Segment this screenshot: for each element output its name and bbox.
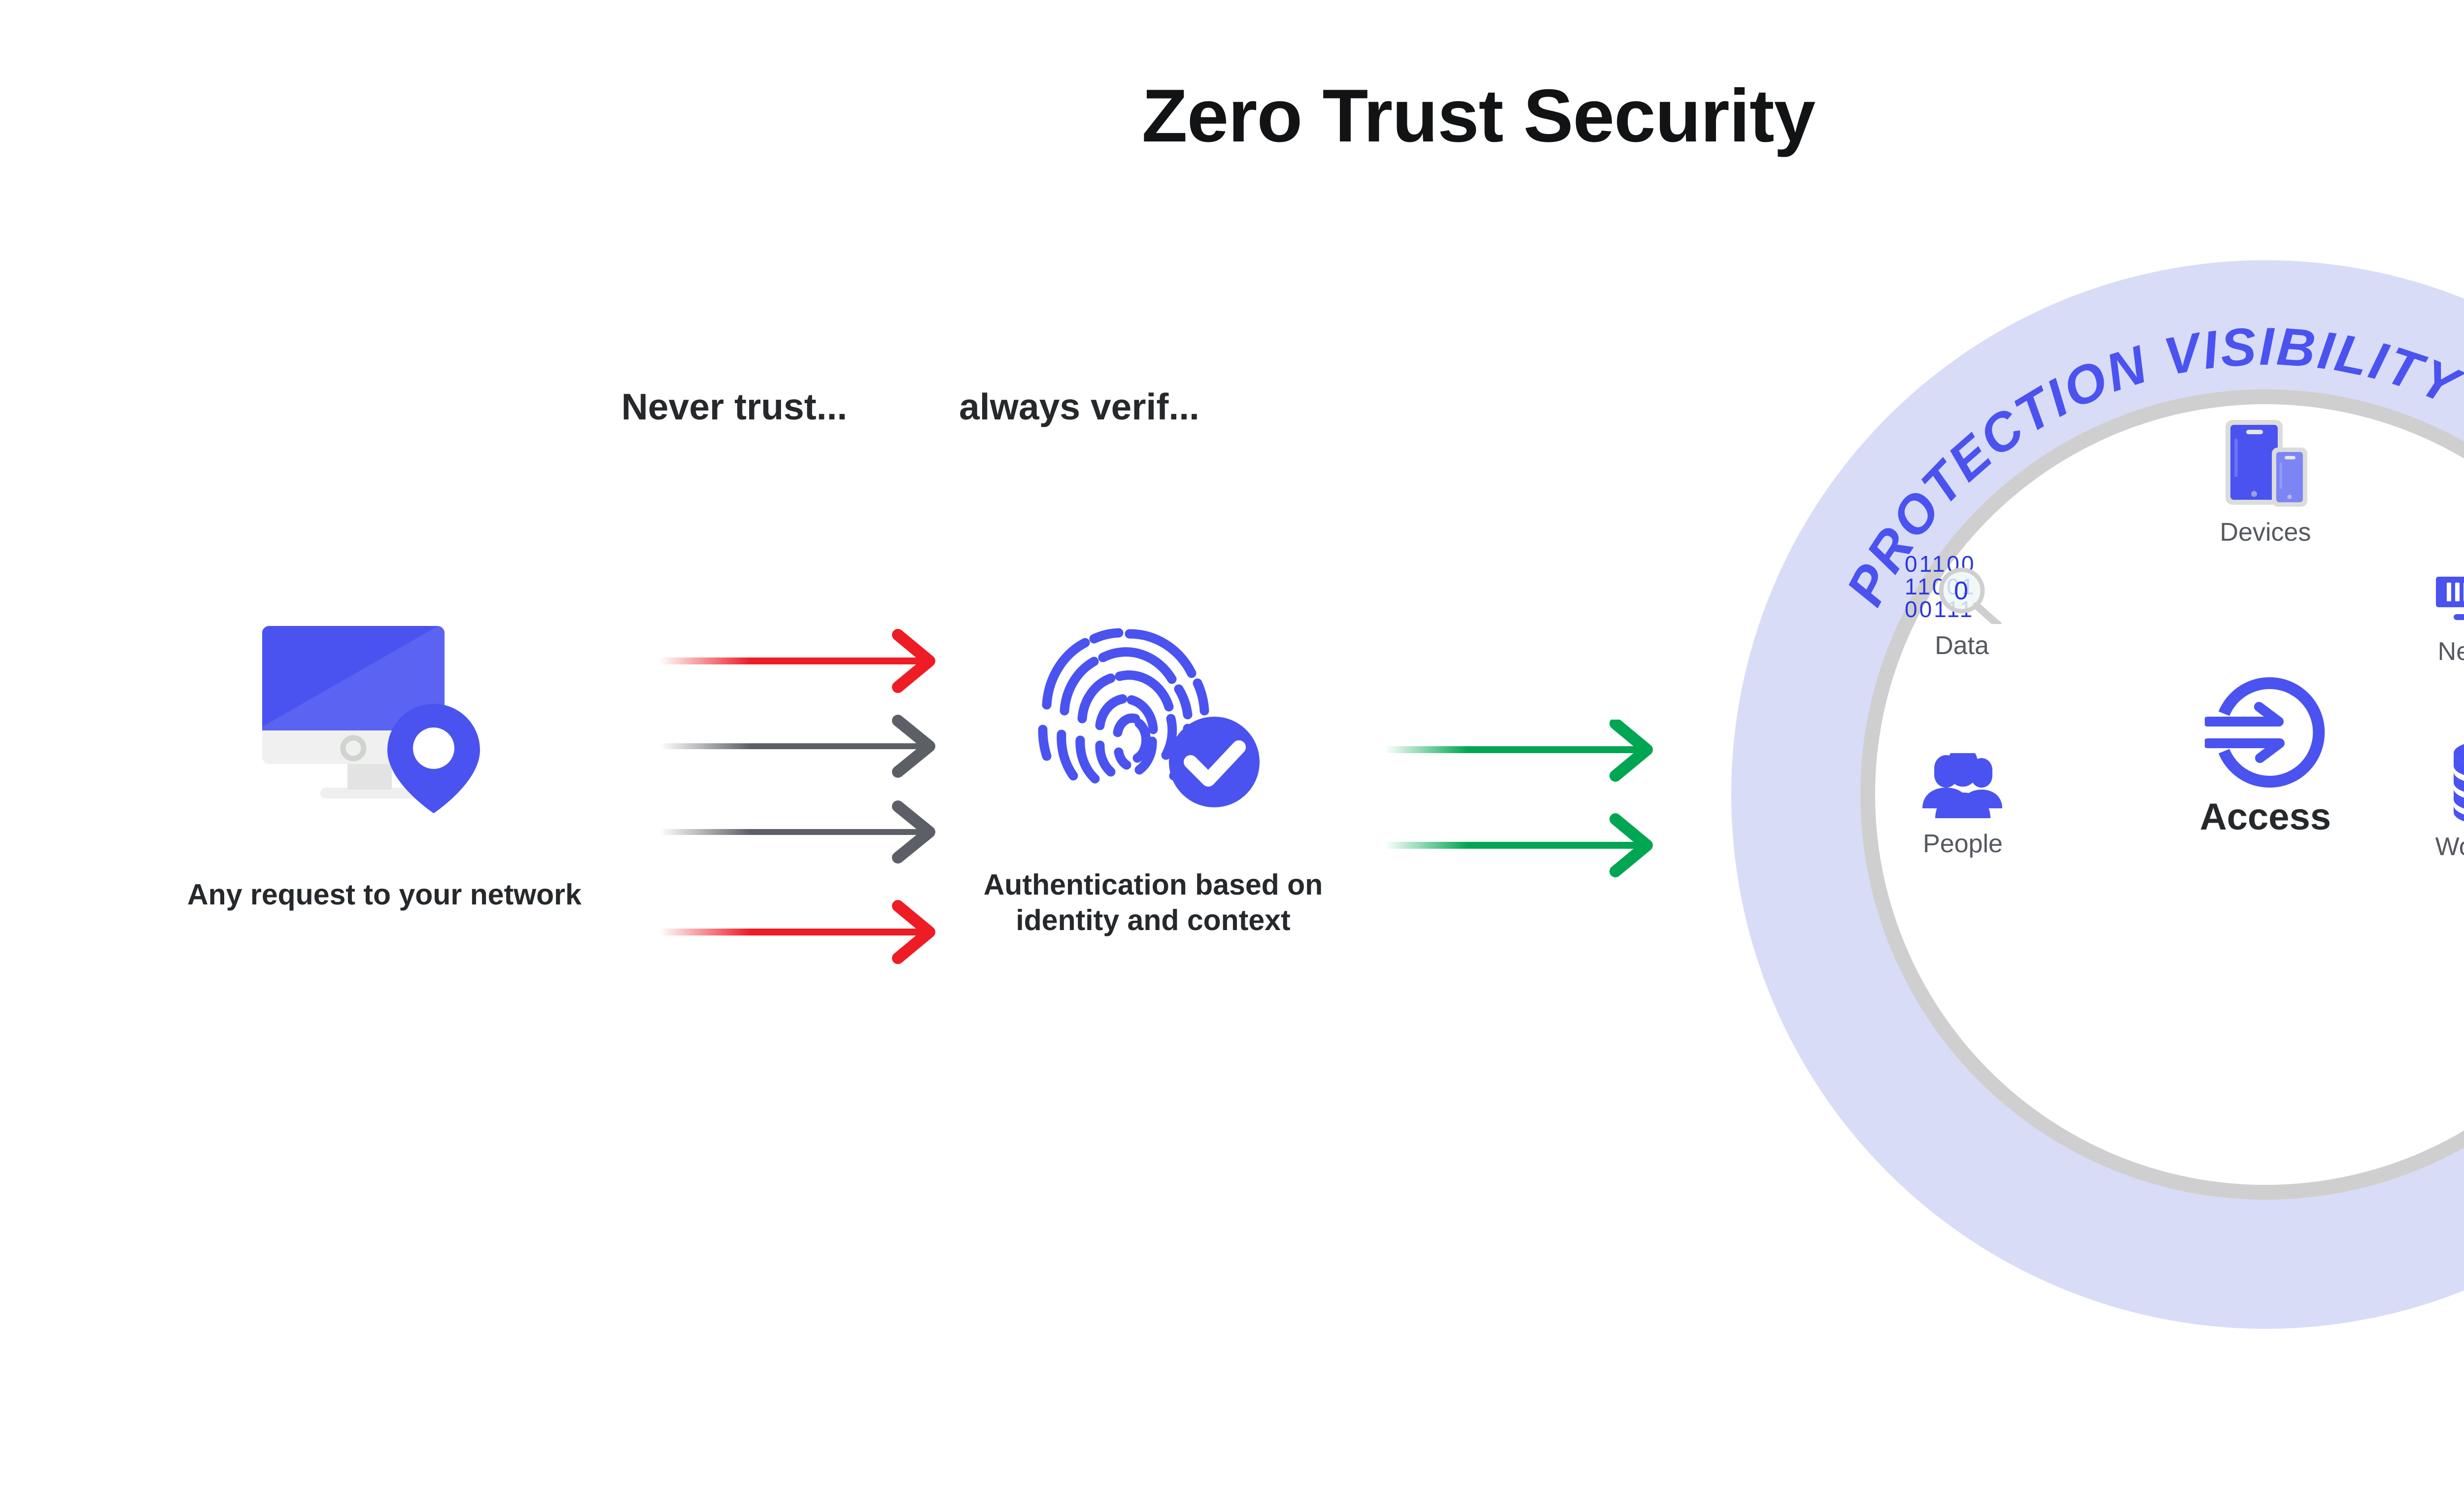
- arrow-grey-1: [659, 715, 935, 778]
- zt-item-people[interactable]: People: [1835, 753, 2091, 859]
- access-arrow-into-ring-icon: [2205, 677, 2325, 788]
- arrow-green-2: [1385, 813, 1653, 877]
- tablet-and-phone-icon: [2225, 420, 2307, 507]
- fingerprint-with-check-badge-icon: [995, 587, 1301, 843]
- request-source-caption: Any request to your network: [187, 878, 582, 911]
- zt-item-workload[interactable]: Workload: [2356, 738, 2464, 862]
- database-stack-icon: [2454, 744, 2464, 822]
- always-verify-label: always verif...: [959, 386, 1199, 427]
- arrow-red-1: [659, 629, 935, 693]
- authentication-caption: Authentication based on identity and con…: [983, 868, 1323, 936]
- verified-arrows-group: [1380, 718, 1685, 890]
- zt-item-networks[interactable]: Networks: [2353, 575, 2464, 666]
- request-source-block: [163, 621, 606, 813]
- zt-center-access[interactable]: Access: [2127, 674, 2403, 838]
- untrusted-arrows-group: [655, 626, 971, 1003]
- monitor-with-location-pin-icon: [246, 621, 522, 813]
- zt-item-data[interactable]: 01100 11001 00111 0 Data: [1829, 550, 2095, 660]
- never-trust-label: Never trust...: [621, 386, 848, 427]
- server-rack-icon: [2436, 577, 2464, 620]
- zt-label-devices: Devices: [2220, 518, 2311, 547]
- arrow-red-2: [659, 900, 935, 964]
- people-group-icon: [1922, 753, 2002, 818]
- zt-item-devices[interactable]: Devices: [2083, 417, 2448, 547]
- page-title: Zero Trust Security: [1141, 74, 1815, 158]
- zt-label-networks: Networks: [2437, 637, 2464, 666]
- zero-trust-perimeter: PROTECTION VISIBILITY CONTROL Devices: [1731, 260, 2464, 1329]
- zt-center-access-label: Access: [2199, 796, 2331, 838]
- perimeter-arc-text: PROTECTION VISIBILITY CONTROL: [1835, 316, 2464, 614]
- binary-magnifier-icon: 01100 11001 00111 0: [1905, 551, 2002, 624]
- zt-label-people: People: [1923, 830, 2003, 858]
- zt-label-data: Data: [1935, 631, 1989, 660]
- arrow-grey-2: [659, 800, 935, 864]
- zt-label-workload: Workload: [2435, 832, 2464, 861]
- arrow-green-1: [1385, 718, 1653, 782]
- svg-text:0: 0: [1954, 577, 1968, 605]
